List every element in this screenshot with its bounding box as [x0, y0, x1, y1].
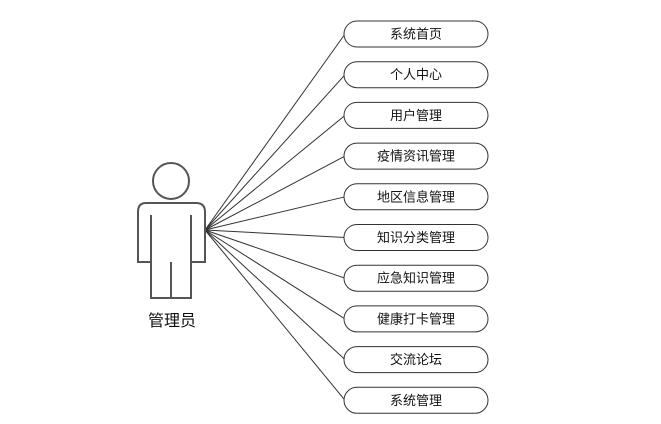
use-case-shape [343, 264, 489, 292]
use-case-node: 地区信息管理 [343, 183, 489, 211]
use-case-label: 系统管理 [390, 394, 442, 409]
use-case-label: 系统首页 [390, 28, 442, 43]
use-case-shape [343, 20, 489, 48]
actor-label: 管理员 [148, 311, 196, 330]
use-case-label: 应急知识管理 [377, 271, 455, 287]
use-case-shape [343, 305, 489, 333]
use-case-node: 系统管理 [343, 386, 489, 414]
use-case-label: 交流论坛 [390, 352, 442, 368]
use-case-node: 应急知识管理 [343, 264, 489, 292]
use-case-shape [343, 346, 489, 374]
use-case-label: 知识分类管理 [377, 230, 455, 246]
use-case-node: 系统首页 [343, 20, 489, 48]
actor-head-icon [152, 162, 190, 200]
use-case-label: 个人中心 [390, 68, 442, 83]
use-case-node: 疫情资讯管理 [343, 142, 489, 170]
association-line [204, 229, 346, 401]
use-case-shape [343, 101, 489, 129]
actor-body-icon [137, 202, 206, 299]
actor-figure: 管理员 [137, 162, 206, 330]
association-line [204, 229, 346, 238]
association-line [204, 33, 346, 231]
association-line [204, 196, 346, 231]
use-case-shape [343, 183, 489, 211]
use-case-node: 个人中心 [343, 61, 489, 89]
use-case-node: 交流论坛 [343, 346, 489, 374]
use-case-shape [343, 224, 489, 251]
use-case-node: 知识分类管理 [343, 224, 489, 251]
association-line [204, 155, 346, 231]
association-line [204, 229, 346, 279]
association-line [204, 229, 346, 360]
use-case-shape [343, 386, 489, 414]
use-case-label: 用户管理 [390, 108, 442, 124]
association-line [204, 115, 346, 231]
use-case-list: 系统首页个人中心用户管理疫情资讯管理地区信息管理知识分类管理应急知识管理健康打卡… [343, 20, 489, 414]
use-case-label: 地区信息管理 [377, 189, 455, 205]
use-case-node: 用户管理 [343, 101, 489, 129]
use-case-shape [343, 61, 489, 89]
use-case-label: 健康打卡管理 [377, 311, 455, 327]
use-case-label: 疫情资讯管理 [377, 149, 455, 165]
association-line [204, 74, 346, 231]
association-lines [204, 33, 346, 401]
association-line [204, 229, 346, 320]
use-case-node: 健康打卡管理 [343, 305, 489, 333]
use-case-shape [343, 142, 489, 170]
